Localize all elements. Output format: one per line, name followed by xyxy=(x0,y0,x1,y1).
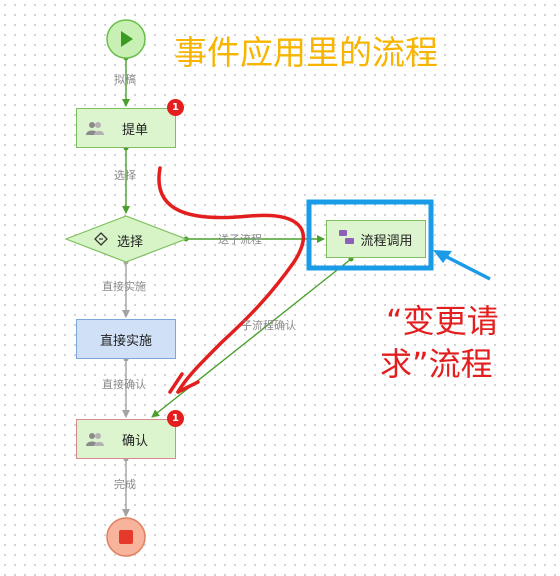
edge-sub-confirm xyxy=(151,256,354,418)
stop-icon xyxy=(119,530,133,544)
task-sub-process-label: 流程调用 xyxy=(360,233,413,249)
edge-label-send-subprocess: 送子流程 xyxy=(218,233,262,246)
end-event[interactable] xyxy=(106,517,146,557)
task-sub-process-call[interactable]: 流程调用 xyxy=(326,220,426,258)
play-icon xyxy=(121,31,133,47)
callout-line-2: 求”流程 xyxy=(380,345,493,383)
edge-label-direct-implement: 直接实施 xyxy=(102,280,146,293)
user-group-icon xyxy=(77,121,113,135)
task-confirm[interactable]: 确认 xyxy=(76,419,176,459)
edge-label-direct-confirm: 直接确认 xyxy=(102,378,146,391)
callout-arrow xyxy=(433,250,491,281)
task-submit-label: 提单 xyxy=(121,122,148,138)
edge-label-draft: 拟稿 xyxy=(114,73,136,86)
sub-process-icon xyxy=(339,230,355,248)
task-submit-badge: 1 xyxy=(167,99,184,116)
gateway-icon xyxy=(94,232,108,246)
annotation-title: 事件应用里的流程 xyxy=(174,33,438,72)
edge-label-complete: 完成 xyxy=(114,478,136,491)
start-event[interactable] xyxy=(106,19,146,59)
callout-line-1: “变更请 xyxy=(386,302,499,340)
gateway-choose[interactable] xyxy=(64,215,188,263)
task-direct-implement-label: 直接实施 xyxy=(99,333,152,349)
gateway-choose-label: 选择 xyxy=(117,235,144,250)
task-confirm-label: 确认 xyxy=(121,433,148,449)
highlight-box xyxy=(306,199,434,271)
task-submit[interactable]: 提单 xyxy=(76,108,176,148)
user-group-icon xyxy=(77,432,113,446)
edge-label-subprocess-confirm: 子流程确认 xyxy=(241,319,296,332)
red-hand-drawn-arrow xyxy=(157,166,306,394)
task-direct-implement[interactable]: 直接实施 xyxy=(76,319,176,359)
edge-label-choose: 选择 xyxy=(114,169,136,182)
task-confirm-badge: 1 xyxy=(167,410,184,427)
